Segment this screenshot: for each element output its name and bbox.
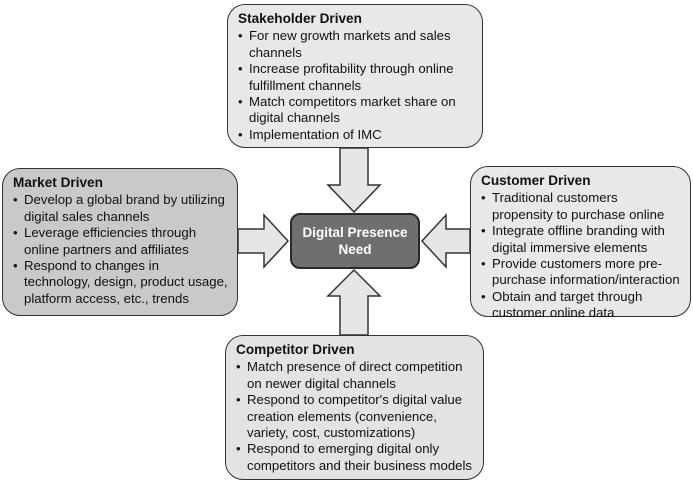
customer-list: Traditional customers propensity to purc… — [481, 190, 682, 321]
center-label-line2: Need — [338, 242, 372, 257]
market-driven-box: Market Driven Develop a global brand by … — [2, 168, 238, 316]
stakeholder-title: Stakeholder Driven — [238, 11, 362, 26]
market-item: Develop a global brand by utilizing digi… — [13, 192, 229, 225]
market-list: Develop a global brand by utilizing digi… — [13, 192, 229, 307]
customer-title: Customer Driven — [481, 173, 591, 188]
stakeholder-item: For new growth markets and sales channel… — [238, 28, 474, 61]
market-item: Respond to changes in technology, design… — [13, 258, 229, 307]
arrow-from-competitor — [326, 268, 382, 336]
arrow-from-market — [237, 213, 290, 269]
competitor-item: Respond to competitor's digital value cr… — [236, 392, 475, 441]
competitor-item: Match presence of direct competition on … — [236, 359, 475, 392]
customer-item: Integrate offline branding with digital … — [481, 223, 682, 256]
arrow-from-customer — [420, 213, 471, 269]
competitor-item: Respond to emerging digital only competi… — [236, 441, 475, 474]
arrow-from-stakeholder — [326, 147, 382, 214]
stakeholder-list: For new growth markets and sales channel… — [238, 28, 474, 143]
stakeholder-item: Match competitors market share on digita… — [238, 94, 474, 127]
competitor-driven-box: Competitor Driven Match presence of dire… — [225, 335, 484, 480]
customer-item: Obtain and target through customer onlin… — [481, 289, 682, 322]
stakeholder-item: Implementation of IMC — [238, 127, 474, 144]
digital-presence-need-node: Digital Presence Need — [290, 213, 420, 269]
stakeholder-driven-box: Stakeholder Driven For new growth market… — [227, 4, 483, 148]
competitor-title: Competitor Driven — [236, 342, 355, 357]
customer-item: Traditional customers propensity to purc… — [481, 190, 682, 223]
market-item: Leverage efficiencies through online par… — [13, 225, 229, 258]
center-label-line1: Digital Presence — [302, 225, 408, 240]
competitor-list: Match presence of direct competition on … — [236, 359, 475, 474]
customer-item: Provide customers more pre-purchase info… — [481, 256, 682, 289]
market-title: Market Driven — [13, 175, 103, 190]
stakeholder-item: Increase profitability through online fu… — [238, 61, 474, 94]
customer-driven-box: Customer Driven Traditional customers pr… — [470, 166, 691, 320]
